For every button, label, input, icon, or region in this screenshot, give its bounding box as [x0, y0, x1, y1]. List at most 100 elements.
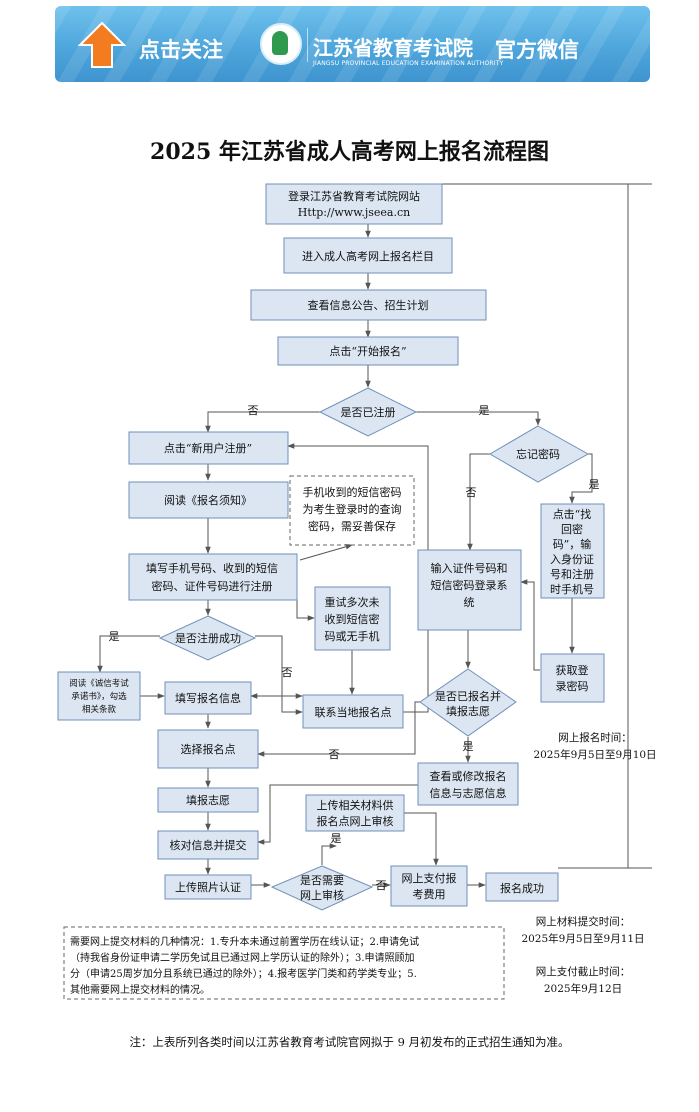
- pay-time-label: 网上支付截止时间：: [535, 966, 631, 978]
- box-click-start: [277, 336, 459, 366]
- material-time: 网上材料提交时间： 2025年9月5日至9月11日: [508, 914, 658, 948]
- retry-1: 重试多次未: [325, 595, 380, 609]
- no4-label: 否: [466, 486, 477, 499]
- done-text: 报名成功: [500, 881, 544, 895]
- integrity-2: 承诺书》，勾选: [71, 691, 127, 702]
- follow-text: 点击关注: [139, 38, 223, 62]
- click-pwd-3: 码”，输: [553, 537, 592, 551]
- materials-note-box: [63, 926, 505, 1000]
- verify-text: 核对信息并提交: [170, 838, 247, 852]
- flow-arrow: [97, 635, 160, 673]
- footnote: 注：上表所列各类时间以江苏省教育考试院官网拟于 9 月初发布的正式招生通知为准。: [129, 1035, 570, 1049]
- flow-arrow: [257, 701, 420, 757]
- box-read-notice: [128, 481, 289, 519]
- read-text: 阅读《报名须知》: [164, 493, 252, 507]
- exam-authority-logo-icon: [260, 23, 302, 65]
- box-view-edit: [417, 762, 519, 806]
- diamond-reg-wish: [419, 668, 517, 737]
- diamond-forgot: [489, 425, 590, 483]
- login-cert-1: 输入证件号码和: [431, 561, 508, 575]
- page-title: 2025 年江苏省成人高考网上报名流程图: [150, 139, 549, 165]
- sms-note-2: 为考生登录时的查询: [303, 502, 402, 516]
- enter-text: 进入成人高考网上报名栏目: [302, 249, 434, 263]
- flow-arrow: [296, 578, 315, 621]
- banner-background: [55, 6, 650, 82]
- pay-1: 网上支付报: [402, 871, 457, 885]
- material-time-value: 2025年9月5日至9月11日: [521, 933, 645, 945]
- flow-arrow: [467, 453, 490, 551]
- forgot-q-text: 忘记密码: [516, 447, 560, 461]
- upload-material-1: 上传相关材料供: [317, 798, 394, 812]
- box-done: [485, 872, 559, 902]
- banner-divider: [307, 28, 308, 62]
- need-review-1: 是否需要: [300, 874, 344, 887]
- login-cert-3: 统: [464, 596, 475, 609]
- retry-3: 码或无手机: [325, 629, 380, 643]
- sms-note-1: 手机收到的短信密码: [303, 485, 402, 499]
- click-pwd-6: 时手机号: [550, 582, 594, 596]
- flow-arrow: [416, 411, 541, 426]
- fill-info-text: 填写报名信息: [175, 691, 241, 705]
- yes1-label: 是: [479, 404, 490, 417]
- box-login-site: [265, 183, 443, 225]
- official-wechat-text: 官方微信: [495, 38, 579, 62]
- retry-2: 收到短信密: [325, 612, 380, 626]
- box-view-notice: [250, 289, 487, 321]
- success-q-text: 是否注册成功: [175, 631, 241, 645]
- box-pay: [390, 865, 468, 907]
- login-line-2: Http://www.jseea.cn: [298, 206, 410, 219]
- fill-phone-2: 密码、证件号码进行注册: [152, 579, 273, 593]
- sms-note-3: 密码，需妥善保存: [308, 519, 396, 533]
- need-review-2: 网上审核: [300, 888, 344, 902]
- integrity-1: 阅读《诚信考试: [69, 678, 129, 689]
- box-new-user: [128, 431, 289, 465]
- reg-wish-1: 是否已报名并: [435, 689, 501, 703]
- box-fill-info: [164, 681, 252, 715]
- reg-time-value: 2025年9月5日至9月10日: [533, 749, 657, 761]
- choose-site-text: 选择报名点: [181, 742, 236, 756]
- login-cert-2: 短信密码登录系: [431, 578, 508, 592]
- flow-arrow: [205, 411, 320, 433]
- notice-text: 查看信息公告、招生计划: [308, 298, 429, 312]
- box-enter-column: [283, 237, 453, 274]
- fill-phone-1: 填写手机号码、收到的短信: [146, 561, 278, 575]
- diamond-registered: [318, 387, 418, 437]
- view-edit-1: 查看或修改报名: [430, 769, 507, 783]
- upload-material-2: 报名点网上审核: [317, 814, 394, 828]
- get-pwd-2: 录密码: [556, 679, 589, 693]
- login-line-1: 登录江苏省教育考试院网站: [288, 189, 420, 203]
- new-user-text: 点击“新用户注册”: [164, 441, 252, 455]
- diamond-success: [158, 615, 257, 661]
- reg-wish-2: 填报志愿: [446, 704, 490, 718]
- yes5-label: 是: [463, 740, 474, 753]
- yes3-label: 是: [331, 832, 342, 845]
- no3-label: 否: [376, 879, 387, 892]
- materials-note-1: 需要网上提交材料的几种情况：1.专升本未通过前置学历在线认证；2.申请免试: [70, 935, 419, 948]
- box-click-pwd: [540, 503, 605, 599]
- upload-photo-text: 上传照片认证: [175, 881, 241, 894]
- box-login-cert: [417, 549, 522, 631]
- integrity-3: 相关条款: [82, 704, 117, 715]
- box-retry: [314, 586, 391, 651]
- reg-time: 网上报名时间： 2025年9月5日至9月10日: [520, 730, 670, 764]
- get-pwd-1: 获取登: [556, 663, 589, 677]
- wechat-follow-banner[interactable]: 点击关注 江苏省教育考试院 JIANGSU PROVINCIAL EDUCATI…: [55, 6, 650, 82]
- up-arrow-icon: [77, 21, 127, 68]
- start-text: 点击“开始报名”: [329, 344, 406, 358]
- registered-q-text: 是否已注册: [341, 405, 396, 419]
- box-get-pwd: [540, 653, 605, 703]
- pay-time: 网上支付截止时间： 2025年9月12日: [508, 964, 658, 998]
- flow-arrow: [520, 579, 540, 671]
- materials-note-2: （持我省身份证申请二学历免试且已通过网上学历认证的除外）；3.申请照顾加: [70, 951, 415, 964]
- yes2-label: 是: [109, 630, 120, 643]
- box-integrity: [57, 671, 141, 721]
- click-pwd-4: 入身份证: [550, 552, 594, 566]
- org-name-en: JIANGSU PROVINCIAL EDUCATION EXAMINATION…: [313, 60, 504, 67]
- pay-time-value: 2025年9月12日: [543, 983, 623, 995]
- box-verify: [157, 830, 259, 860]
- box-choose-site: [157, 729, 259, 769]
- no2-label: 否: [282, 666, 293, 679]
- diamond-need-review: [270, 865, 374, 911]
- bracket-line: [442, 183, 629, 869]
